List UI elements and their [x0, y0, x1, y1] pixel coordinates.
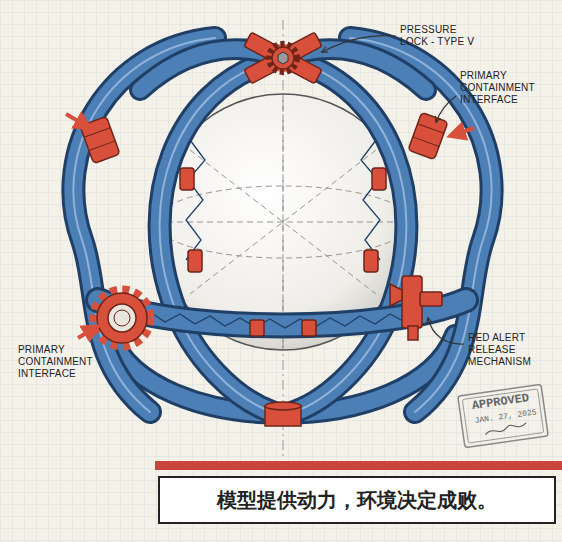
caption-text: 模型提供动力，环境决定成败。: [217, 487, 497, 514]
callout-label: PRESSURE LOCK - TYPE Ⅴ: [400, 24, 482, 48]
approval-stamp: [458, 384, 548, 447]
callout-label: PRIMARY CONTAINMENT INTERFACE: [460, 70, 546, 106]
callout-label: RED ALERT RELEASE MECHANISM: [468, 332, 548, 368]
callout-label: PRIMARY CONTAINMENT INTERFACE: [18, 344, 104, 380]
caption-box: 模型提供动力，环境决定成败。: [158, 476, 556, 524]
